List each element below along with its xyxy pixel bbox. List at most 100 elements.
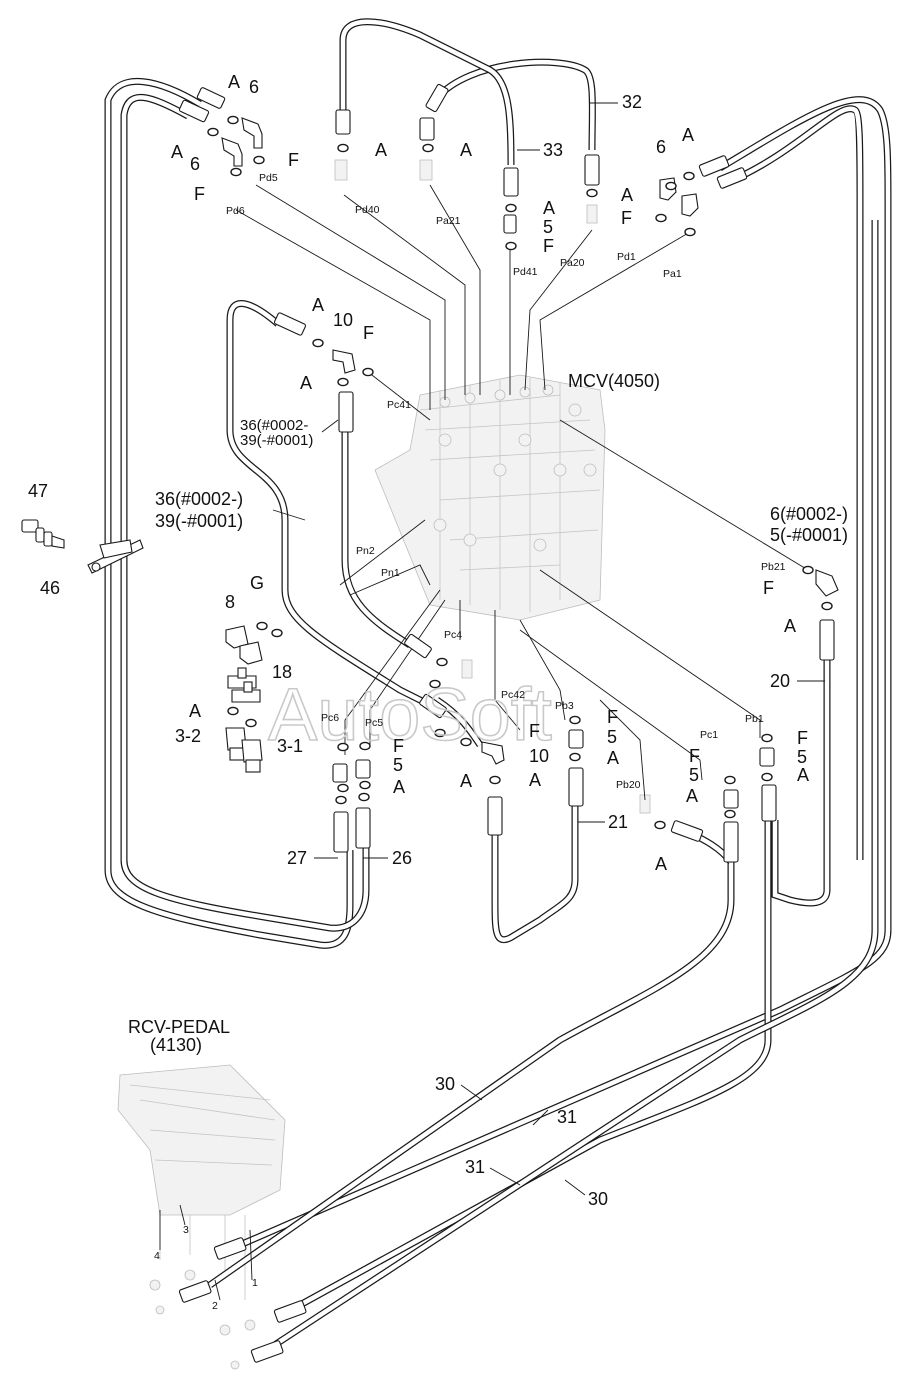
o-ring-20	[245, 718, 257, 728]
mcv-valve-body	[374, 374, 606, 621]
label-F-3: F	[543, 236, 554, 256]
port-label-pc42: Pc42	[501, 689, 525, 701]
mcv-label: MCV(4050)	[568, 371, 660, 391]
o-rings	[207, 115, 833, 830]
part-label-5-a: 5	[543, 217, 553, 237]
hose-31-upper	[208, 862, 734, 1287]
port-label-pd41: Pd41	[513, 266, 538, 278]
hose-clamp	[87, 539, 144, 574]
connector-adapters	[178, 83, 835, 1363]
pedal-port-4: 4	[154, 1250, 160, 1262]
label-F-1: F	[288, 150, 299, 170]
hose-32-outline	[434, 58, 596, 151]
hoses	[104, 18, 892, 1351]
hose-31-lower	[298, 820, 771, 1307]
hose-left-inner	[121, 95, 369, 931]
rcv-pedal-body	[117, 1064, 286, 1370]
o-ring-11	[683, 171, 695, 181]
o-ring-7	[505, 203, 517, 213]
label-A-10: A	[189, 701, 201, 721]
mcv-port-fittings	[334, 159, 651, 814]
port-label-pd6: Pd6	[226, 205, 245, 217]
part-label-8: 8	[225, 592, 235, 612]
o-ring-17	[256, 621, 268, 631]
part-label-5-d: 5	[689, 765, 699, 785]
clamp-bolt	[21, 519, 65, 549]
part-label-10-lower: 10	[529, 746, 549, 766]
o-ring-10	[665, 181, 677, 191]
hose-mid-lower	[435, 698, 482, 747]
part-number-labels: 47 46 36(#0002-) 39(-#0001) 36(#0002- 39…	[28, 77, 848, 1209]
hose-21-outline	[491, 806, 579, 944]
port-label-pb3: Pb3	[555, 700, 574, 712]
o-ring-33	[724, 809, 736, 819]
label-A-18: A	[784, 616, 796, 636]
part-label-36a: 36(#0002-)	[155, 489, 243, 509]
o-ring-32	[724, 775, 736, 785]
label-F-10: F	[797, 728, 808, 748]
label-A-15: A	[655, 854, 667, 874]
flange-f-labels: F F F F F F F F F F F G	[194, 150, 808, 766]
o-ring-30	[569, 715, 581, 725]
o-ring-12	[655, 213, 667, 223]
o-ring-25	[335, 795, 347, 805]
o-ring-22	[359, 741, 371, 751]
part-label-3-1: 3-1	[277, 736, 303, 756]
o-ring-18	[271, 628, 283, 638]
label-F-7: F	[529, 721, 540, 741]
o-ring-28	[460, 737, 472, 747]
pedal-port-2: 2	[212, 1300, 218, 1312]
label-A-5: A	[543, 198, 555, 218]
label-A-3: A	[375, 140, 387, 160]
port-label-pb21: Pb21	[761, 561, 786, 573]
port-label-pc5: Pc5	[365, 717, 383, 729]
port-label-pc6: Pc6	[321, 712, 339, 724]
o-ring-26	[358, 792, 370, 802]
part-label-32: 32	[622, 92, 642, 112]
label-A-1: A	[228, 72, 240, 92]
hose-21	[492, 806, 578, 942]
part-label-47: 47	[28, 481, 48, 501]
part-label-18: 18	[272, 662, 292, 682]
label-F-4: F	[621, 208, 632, 228]
part-label-5-range: 5(-#0001)	[770, 525, 848, 545]
mcv-port-labels: Pd5 Pd6 Pd40 Pa21 Pd41 Pa20 Pd1 Pa1 Pc41…	[226, 172, 786, 791]
label-F-8: F	[607, 707, 618, 727]
pedal-port-numbers: 1 2 3 4	[154, 1224, 258, 1312]
label-A-9: A	[300, 373, 312, 393]
port-label-pc41: Pc41	[387, 399, 411, 411]
o-ring-15	[337, 377, 349, 387]
label-A-7: A	[682, 125, 694, 145]
o-ring-31	[569, 752, 581, 762]
part-label-36b: 36(#0002-	[240, 417, 308, 434]
port-label-pn2: Pn2	[356, 545, 375, 557]
elbow-fittings	[221, 117, 839, 665]
o-ring-8	[505, 241, 517, 251]
label-A-13: A	[529, 770, 541, 790]
label-A-11: A	[393, 777, 405, 797]
port-label-pc1: Pc1	[700, 729, 718, 741]
port-label-pd1: Pd1	[617, 251, 636, 263]
part-label-39a: 39(-#0001)	[155, 511, 243, 531]
part-label-33: 33	[543, 140, 563, 160]
o-ring-13	[684, 227, 696, 237]
port-label-pn1: Pn1	[381, 567, 400, 579]
pedal-port-3: 3	[183, 1224, 189, 1236]
port-leader-lines	[99, 102, 825, 1301]
o-ring-35	[761, 772, 773, 782]
hose-33-outline	[339, 18, 515, 166]
hose-20	[732, 106, 863, 906]
part-label-6-c: 6	[656, 137, 666, 157]
label-A-2: A	[171, 142, 183, 162]
label-F-9: F	[689, 746, 700, 766]
tee-fittings	[227, 349, 505, 765]
port-label-pb20: Pb20	[616, 779, 641, 791]
part-label-6-b: 6	[190, 154, 200, 174]
part-label-26: 26	[392, 848, 412, 868]
o-ring-34	[761, 733, 773, 743]
o-ring-21	[337, 742, 349, 752]
hose-36-39	[227, 301, 432, 708]
label-A-6: A	[621, 185, 633, 205]
label-G: G	[250, 573, 264, 593]
